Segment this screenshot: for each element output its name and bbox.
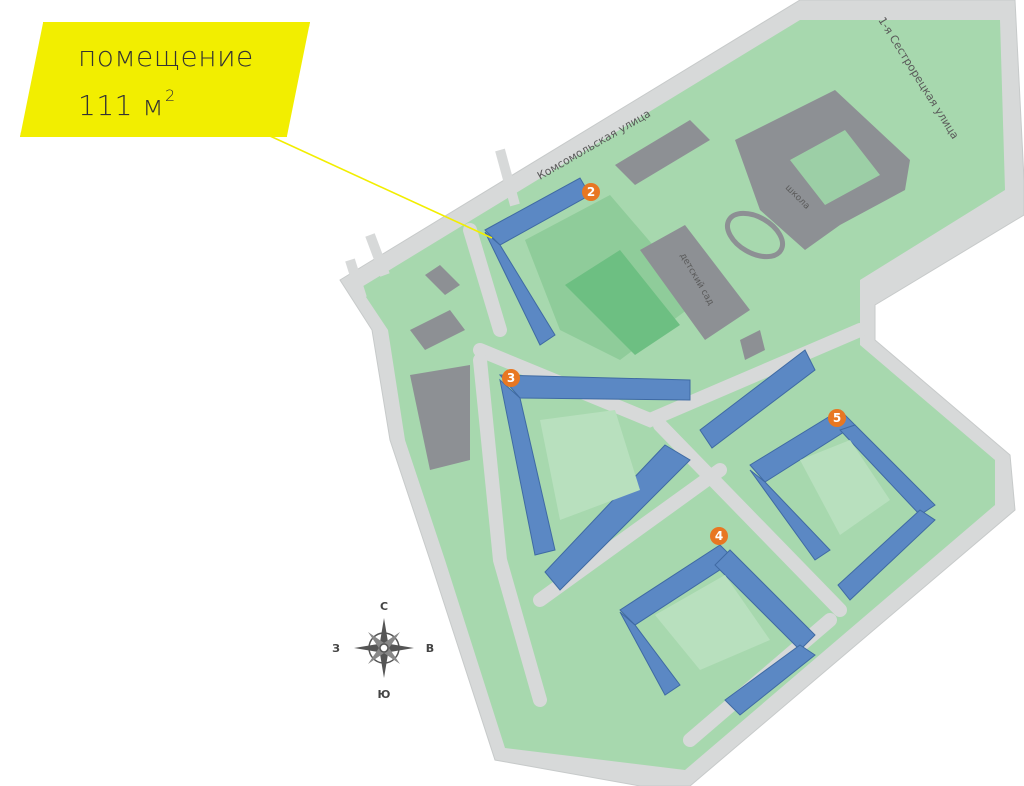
side-streets	[345, 148, 520, 300]
courtyard-4	[655, 575, 770, 670]
compass-north: С	[380, 600, 388, 613]
compass-west: З	[332, 642, 340, 655]
svg-text:2: 2	[587, 185, 595, 199]
area-callout: помещение 111 м2	[20, 22, 310, 137]
gray-buildings	[410, 120, 765, 470]
courtyard-3	[540, 410, 640, 520]
marker-5[interactable]: 5	[828, 409, 846, 427]
field-stripes	[565, 250, 680, 355]
compass-east: В	[426, 642, 434, 655]
compass-rose-icon: С Ю З В	[332, 600, 434, 701]
callout-leader-line	[269, 135, 493, 239]
marker-2[interactable]: 2	[582, 183, 600, 201]
svg-text:5: 5	[833, 411, 841, 425]
running-track	[725, 210, 785, 260]
callout-line1: помещение	[78, 40, 254, 73]
school-courtyard	[790, 130, 880, 205]
compass-south: Ю	[378, 688, 391, 701]
marker-3[interactable]: 3	[502, 369, 520, 387]
marker-4[interactable]: 4	[710, 527, 728, 545]
svg-text:3: 3	[507, 371, 515, 385]
callout-line2: 111 м2	[78, 86, 176, 122]
svg-text:4: 4	[715, 529, 723, 543]
courtyard-5	[800, 440, 890, 535]
residential-buildings	[484, 177, 936, 716]
